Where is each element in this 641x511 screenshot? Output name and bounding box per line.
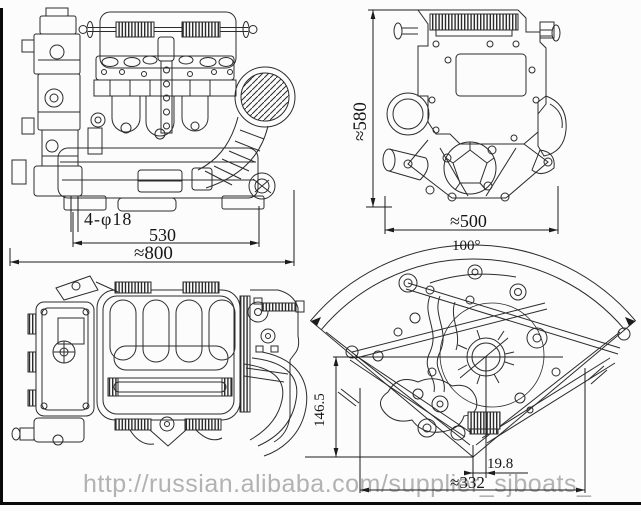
dim-label-overall-width-front: ≈800 <box>134 243 173 264</box>
top-view-drawing <box>11 275 308 457</box>
dim-label-sector-angle: 100° <box>452 238 481 254</box>
front-view-dimensions <box>9 190 295 266</box>
mount-plate-sector-drawing <box>309 244 637 458</box>
dim-label-mount-holes: 4-φ18 <box>84 209 133 229</box>
dim-label-overall-height-side: ≈580 <box>350 102 371 141</box>
dim-label-center-offset: 19.8 <box>487 456 514 472</box>
side-view-dimensions <box>366 9 559 234</box>
dim-label-overall-width-side: ≈500 <box>450 211 487 231</box>
dim-label-overall-width-plate: ≈332 <box>450 473 485 492</box>
mount-plate-dimensions <box>305 317 635 493</box>
dim-label-mount-span: 530 <box>149 225 176 245</box>
page-border-left <box>0 8 3 505</box>
watermark-url: http://russian.alibaba.com/supplier_sjbo… <box>83 470 592 498</box>
front-view-drawing <box>11 7 296 212</box>
dim-label-center-height: 146.5 <box>312 393 328 427</box>
side-view-drawing <box>382 9 567 202</box>
page-border-bottom <box>0 502 641 505</box>
